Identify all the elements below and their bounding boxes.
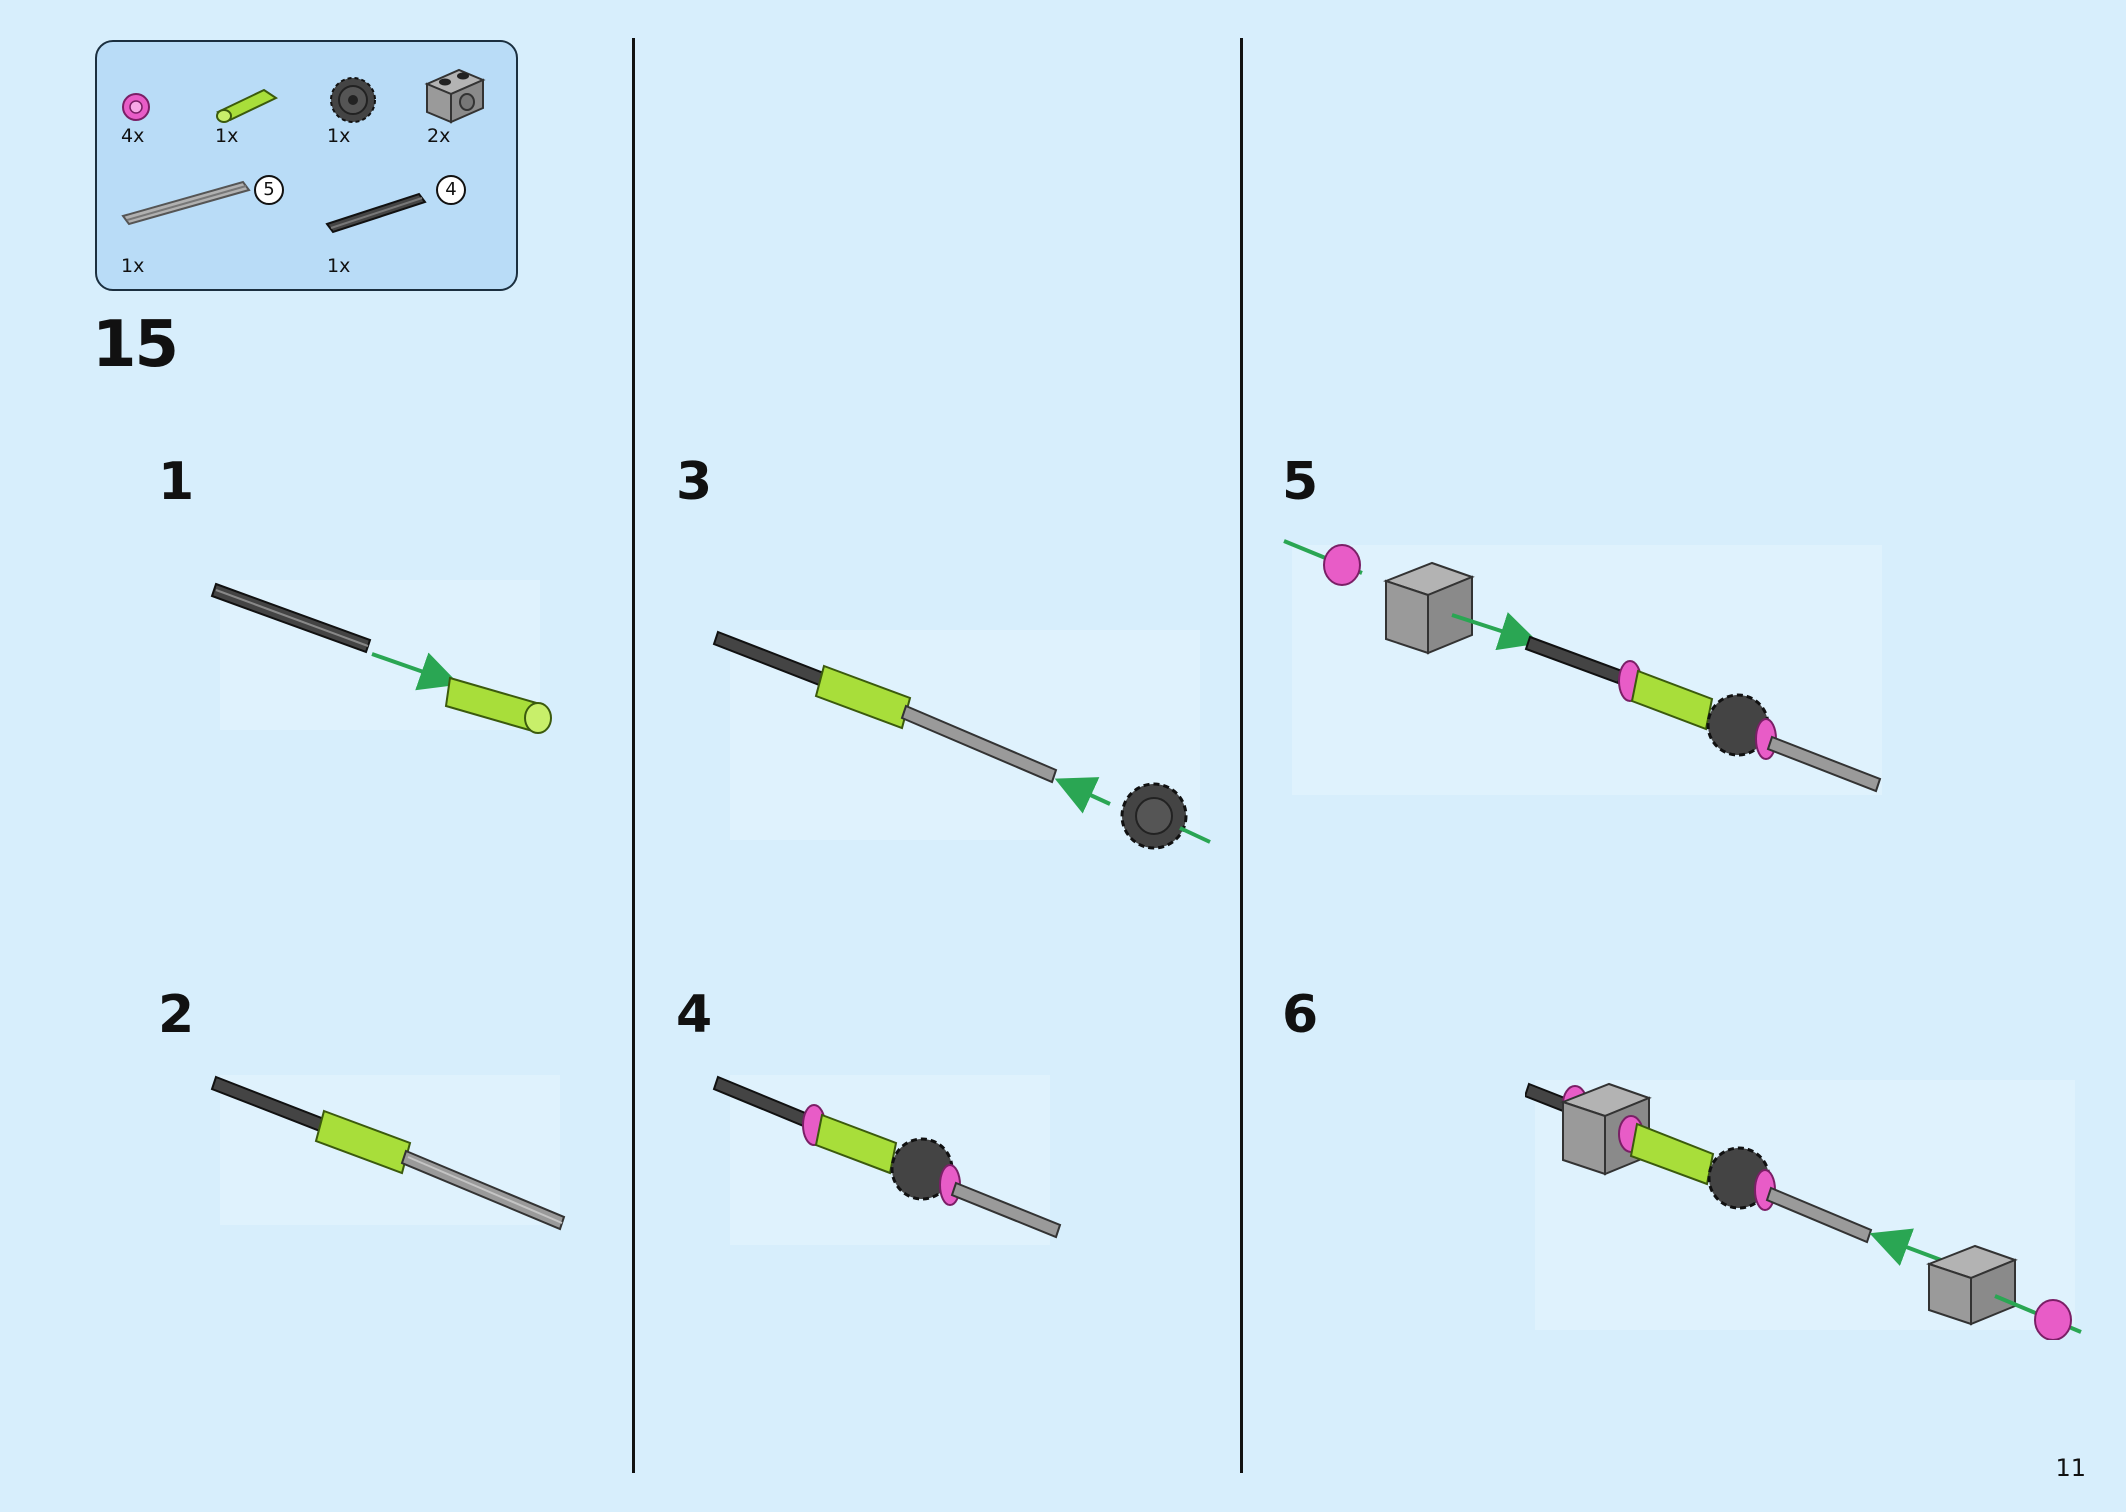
step-1-illustration	[210, 580, 552, 734]
axle-length-badge: 5	[254, 175, 284, 205]
step-5-illustration	[1283, 539, 1882, 795]
part-qty-lime-connector: 1x	[215, 125, 239, 147]
axle-length-badge: 4	[436, 175, 466, 205]
part-qty-black-axle: 1x	[327, 255, 351, 277]
substep-number: 4	[676, 985, 713, 1045]
step-2-illustration	[210, 1075, 566, 1231]
pink-bush-icon	[122, 93, 150, 121]
step-6-illustration	[1525, 1080, 2082, 1340]
part-qty-gear: 1x	[327, 125, 351, 147]
step-4-illustration	[712, 1075, 1062, 1245]
column-divider	[1240, 38, 1243, 1473]
substep-number: 1	[158, 452, 195, 512]
column-divider	[632, 38, 635, 1473]
gear-icon	[330, 77, 376, 123]
part-qty-pink-bush: 4x	[121, 125, 145, 147]
technic-brick-icon	[424, 68, 486, 124]
substep-number: 3	[676, 452, 713, 512]
part-qty-gray-axle: 1x	[121, 255, 145, 277]
lime-connector-icon	[215, 88, 279, 123]
substep-number: 2	[158, 985, 195, 1045]
page-number: 11	[2055, 1454, 2086, 1482]
gray-axle-icon	[121, 180, 251, 226]
substep-number: 6	[1282, 985, 1319, 1045]
substep-number: 5	[1282, 452, 1319, 512]
parts-list-panel: 4x 1x 1x 2x 5 1x 4 1x	[95, 40, 518, 291]
part-qty-technic-brick: 2x	[427, 125, 451, 147]
main-step-number: 15	[92, 308, 179, 382]
black-axle-icon	[325, 192, 427, 234]
step-3-illustration	[712, 630, 1211, 850]
